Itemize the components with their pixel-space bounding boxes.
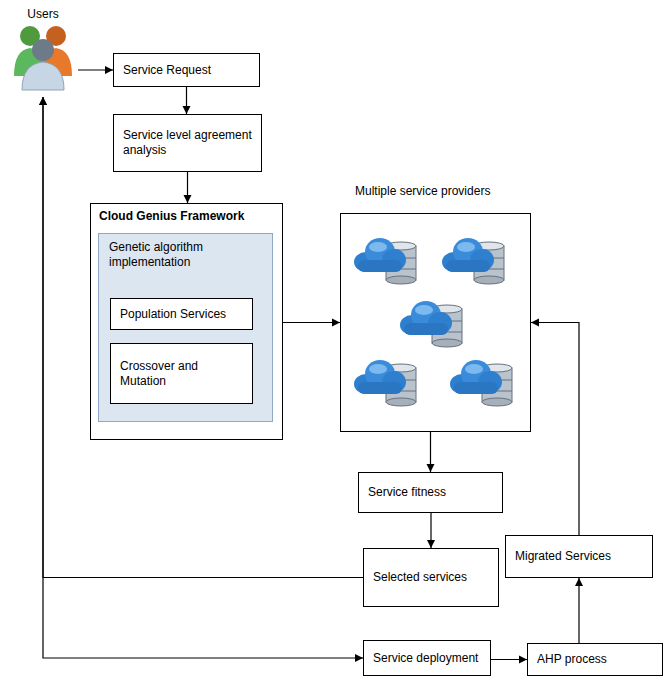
framework-box: Cloud Genius FrameworkGenetic algorithm …	[90, 203, 283, 440]
box-label: Selected services	[373, 570, 489, 585]
box-label: Service Request	[123, 63, 250, 78]
box-label: Cloud Genius Framework	[99, 209, 274, 224]
flow-arrow	[43, 97, 363, 578]
cloud-servers	[354, 238, 512, 406]
box-label: Service deployment	[373, 651, 481, 666]
box-label: Users	[8, 5, 78, 22]
flow-arrow	[187, 172, 188, 203]
process-box: AHP process	[527, 643, 663, 676]
group-heading: Multiple service providers	[355, 184, 490, 199]
users-icon	[14, 26, 72, 90]
flow-arrow	[283, 322, 340, 323]
process-box: Service deployment	[363, 640, 491, 676]
flow-arrow	[430, 513, 431, 548]
process-box: Service level agreement analysis	[113, 114, 262, 172]
flow-arrow	[430, 432, 431, 472]
box-label: Service level agreement analysis	[123, 128, 252, 158]
box-label: Service fitness	[368, 485, 493, 500]
process-box: Migrated Services	[505, 535, 653, 578]
box-label: AHP process	[537, 652, 653, 667]
flow-arrow	[43, 97, 363, 658]
flow-arrow	[578, 578, 579, 643]
users-actor: Users	[8, 5, 78, 97]
provider-group: Multiple service providers	[340, 213, 531, 432]
box-label: Genetic algorithm implementation	[109, 240, 262, 270]
process-box: Service Request	[113, 53, 260, 87]
box-label: Crossover and Mutation	[120, 359, 243, 389]
process-box: Service fitness	[358, 472, 503, 513]
algorithm-panel: Genetic algorithm implementationPopulati…	[98, 233, 273, 422]
flow-arrow	[491, 659, 527, 660]
process-box: Population Services	[110, 298, 253, 330]
flow-arrow	[531, 323, 579, 536]
box-label: Migrated Services	[515, 549, 643, 564]
flow-arrow	[186, 87, 187, 114]
box-label: Population Services	[120, 307, 243, 322]
flow-arrow	[78, 69, 113, 70]
process-box: Crossover and Mutation	[110, 343, 253, 404]
process-box: Selected services	[363, 548, 499, 607]
